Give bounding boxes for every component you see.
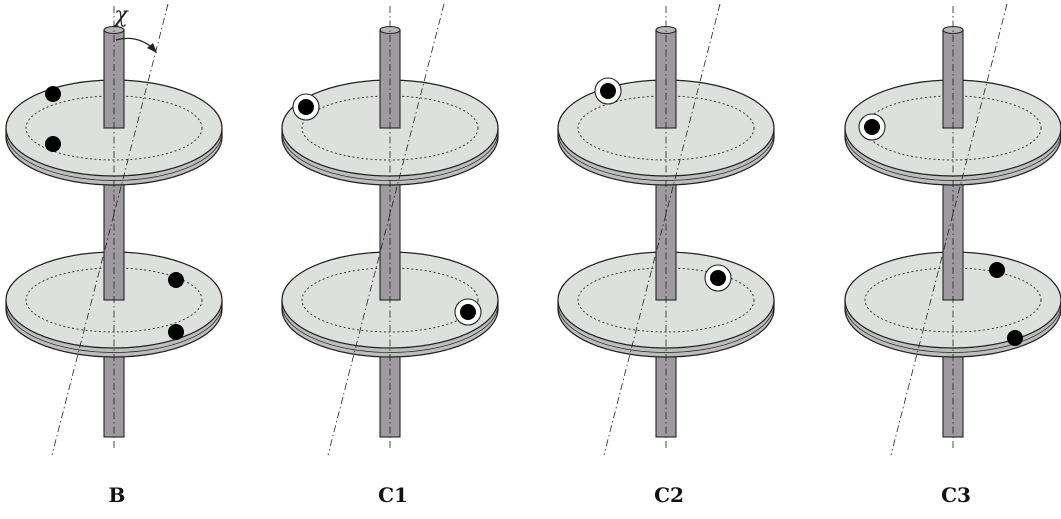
panel-b: B xyxy=(5,3,223,507)
inertia-axis xyxy=(603,3,721,456)
shaft-end-cap xyxy=(942,25,964,35)
shaft-end-cap xyxy=(655,25,677,35)
chi-angle-label: χ xyxy=(112,3,129,28)
inertia-axis xyxy=(327,3,445,456)
panel-c1: C1 xyxy=(281,3,499,507)
unbalance-mass xyxy=(45,86,61,102)
inertia-axis xyxy=(890,3,1008,456)
chi-arrowhead xyxy=(147,43,157,53)
unbalance-mass xyxy=(1007,330,1023,346)
panel-label: C3 xyxy=(941,483,971,507)
panel-label: C1 xyxy=(378,483,408,507)
chi-angle-arc xyxy=(115,37,157,53)
panels-layer: B C1 C2 C3 xyxy=(5,3,1061,507)
unbalance-mass xyxy=(989,262,1005,278)
unbalance-mass xyxy=(864,119,880,135)
panel-c3: C3 xyxy=(844,3,1061,507)
panel-c2: C2 xyxy=(557,3,775,507)
unbalance-mass xyxy=(298,99,314,115)
unbalance-mass xyxy=(710,270,726,286)
panel-label: C2 xyxy=(654,483,684,507)
panel-label: B xyxy=(109,483,126,507)
unbalance-mass xyxy=(600,83,616,99)
shaft-end-cap xyxy=(379,25,401,35)
unbalance-mass xyxy=(45,136,61,152)
unbalance-mass xyxy=(168,272,184,288)
unbalance-mass xyxy=(460,304,476,320)
inertia-axis xyxy=(51,3,169,456)
unbalance-mass xyxy=(168,324,184,340)
